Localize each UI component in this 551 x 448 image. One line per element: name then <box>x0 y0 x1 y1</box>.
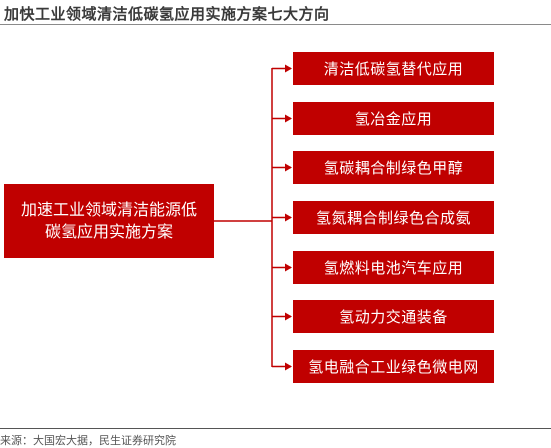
page-title: 加快工业领域清洁低碳氢应用实施方案七大方向 <box>4 5 330 23</box>
title-divider <box>0 24 551 25</box>
branch-label-7: 氢电融合工业绿色微电网 <box>308 358 479 376</box>
branch-box-6: 氢动力交通装备 <box>293 300 494 333</box>
branch-box-7: 氢电融合工业绿色微电网 <box>293 350 494 383</box>
central-plan-label: 加速工业领域清洁能源低碳氢应用实施方案 <box>20 200 197 241</box>
branch-box-3: 氢碳耦合制绿色甲醇 <box>293 151 494 184</box>
branch-box-2: 氢冶金应用 <box>293 102 494 135</box>
branch-label-4: 氢氮耦合制绿色合成氨 <box>315 209 471 227</box>
branch-label-5: 氢燃料电池汽车应用 <box>323 259 464 277</box>
footer-divider <box>0 428 551 429</box>
branch-box-5: 氢燃料电池汽车应用 <box>293 251 494 284</box>
branch-label-6: 氢动力交通装备 <box>339 308 448 326</box>
branch-label-3: 氢碳耦合制绿色甲醇 <box>323 159 464 177</box>
central-plan-box: 加速工业领域清洁能源低碳氢应用实施方案 <box>4 184 214 258</box>
branch-label-2: 氢冶金应用 <box>354 110 433 128</box>
branch-box-1: 清洁低碳氢替代应用 <box>293 52 494 85</box>
branch-label-1: 清洁低碳氢替代应用 <box>323 60 464 78</box>
source-note: 来源：大国宏大据，民生证券研究院 <box>0 434 176 447</box>
branch-box-4: 氢氮耦合制绿色合成氨 <box>293 201 494 234</box>
